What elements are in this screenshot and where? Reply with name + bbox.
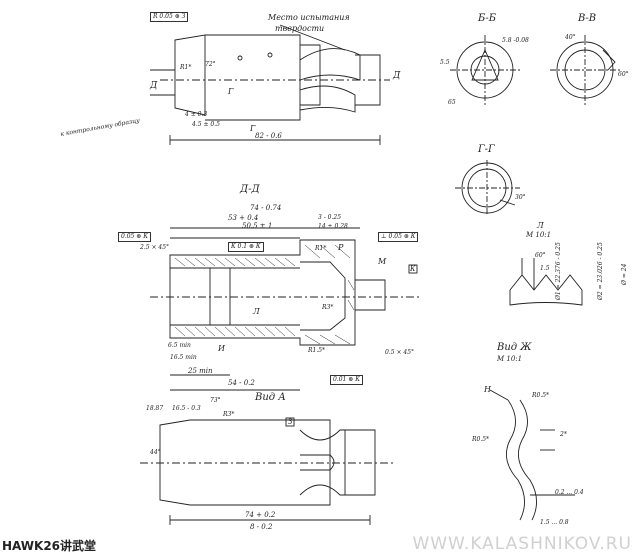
dim-72: 72° (205, 61, 216, 68)
frame-3: ⊥ 0.05 ⊛ К (378, 232, 419, 242)
section-d-dim-65: 6.5 min (168, 342, 191, 349)
r15-note: R1.5* (308, 347, 326, 354)
watermark: WWW.KALASHNIKOV.RU (412, 534, 632, 554)
view-a-dim-l: 74 + 0.2 (245, 511, 276, 519)
frame-4: 0.01 ⊛ К (330, 375, 363, 385)
view-zh-title: Вид Ж (497, 342, 532, 353)
top-view (150, 24, 390, 145)
letter-i: И (218, 344, 225, 353)
view-a-dim-1887: 18.87 (146, 405, 164, 412)
view-zh-dim-02: 0.2 ... 0.4 (555, 489, 584, 496)
dim-4: 4 ± 0.3 (185, 111, 208, 118)
section-g-dim-a: 30° (515, 194, 526, 201)
view-a-box-3: З (288, 418, 293, 426)
view-a-dim-8: 8 - 0.2 (250, 523, 273, 531)
tolerance-frame-top: R 0.05 ⊛ З (150, 12, 189, 22)
view-a-dim-165: 16.5 - 0.3 (172, 405, 201, 412)
thread-dia3: Ø = 24 (621, 263, 628, 285)
label-g-right: Г (250, 124, 256, 133)
section-b (450, 35, 520, 105)
section-v-title: В-В (578, 13, 597, 24)
letter-r: Р (338, 243, 344, 252)
section-g-title: Г-Г (478, 144, 495, 155)
hardness-note-2: твердости (275, 24, 325, 33)
thread-dia2: Ø2 = 23.026 - 0.25 (597, 242, 604, 300)
view-zh-letter-n: Н (484, 385, 491, 394)
label-g-left: Г (228, 87, 234, 96)
site-logo: HAWK26讲武堂 (2, 539, 97, 553)
section-b-dim-c: 65 (448, 99, 456, 106)
letter-l: Л (253, 307, 260, 316)
section-b-title: Б-Б (478, 13, 497, 24)
section-d-dim-505: 50.5 ± 1 (242, 222, 273, 230)
view-a-dim-r3: R3* (223, 411, 235, 418)
view-zh-scale: М 10:1 (497, 355, 523, 363)
dim-length-top: 82 - 0.6 (255, 132, 282, 140)
section-d-dim-3: 3 - 0.25 (318, 214, 342, 221)
thread-detail (509, 258, 583, 306)
section-d-dim-74: 74 - 0.74 (250, 204, 282, 212)
section-d (150, 227, 420, 391)
section-d-dim-14: 14 ± 0.28 (318, 223, 348, 230)
section-d-dim-53: 53 + 0.4 (228, 214, 259, 222)
dim-45: 4.5 ± 0.5 (192, 121, 220, 128)
thread-label: Л (537, 221, 544, 230)
dim-r1-top: R1* (180, 64, 192, 71)
section-v (550, 35, 620, 105)
label-d-right: Д (393, 71, 401, 81)
letter-k: К (410, 265, 416, 273)
section-g (455, 160, 520, 215)
frame-1: 0.05 ⊛ К (118, 232, 151, 242)
view-a (140, 417, 395, 525)
section-d-dim-25: 25 min (188, 367, 213, 375)
hardness-note-1: Место испытания (268, 13, 350, 22)
view-zh-r05b: R0.5* (472, 436, 490, 443)
section-d-dim-54: 54 - 0.2 (228, 379, 255, 387)
letter-m: М (378, 257, 387, 266)
chamfer-2: 0.5 × 45° (385, 349, 415, 356)
section-b-dim-a: 5.8 -0.08 (502, 37, 529, 44)
view-zh-dim-2: 2* (560, 431, 567, 438)
thread-pitch: 1.5 (540, 265, 550, 272)
frame-2: К 0.1 ⊛ К (228, 242, 264, 252)
thread-scale: М 10:1 (526, 231, 552, 239)
section-v-dim-b: 60° (618, 71, 629, 78)
view-a-dim-44: 44° (150, 449, 161, 456)
section-v-dim-a: 40° (565, 34, 576, 41)
view-a-dim-73: 73° (210, 397, 221, 404)
section-d-title: Д-Д (240, 184, 260, 195)
section-b-dim-b: 5.5 (440, 59, 450, 66)
view-zh-dim-08: 1.5 ... 0.8 (540, 519, 569, 526)
r1-note: R1* (315, 245, 327, 252)
view-zh-r05a: R0.5* (532, 392, 550, 399)
thread-angle: 60° (535, 252, 546, 259)
label-d-left: Д (150, 81, 158, 91)
section-d-dim-165: 16.5 min (170, 354, 197, 361)
thread-dia1: Ø1 = 22.376 - 0.25 (555, 242, 562, 300)
view-a-title: Вид А (255, 392, 286, 403)
view-zh (489, 389, 575, 521)
r3-note: R3* (322, 304, 334, 311)
chamfer-1: 2.5 × 45° (140, 244, 170, 251)
